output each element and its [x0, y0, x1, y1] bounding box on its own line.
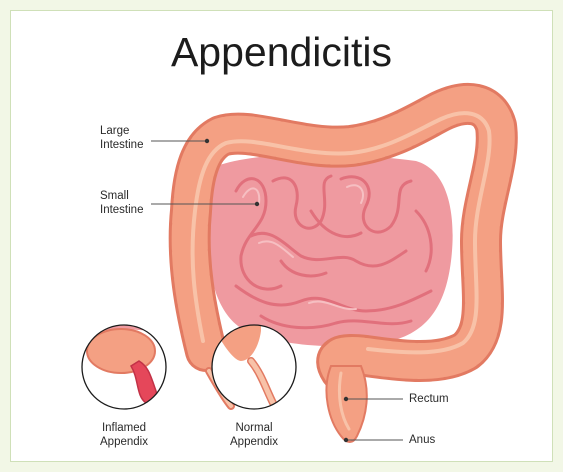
label-rectum: Rectum: [409, 392, 449, 406]
diagram-frame: Appendicitis: [10, 10, 553, 462]
label-small-intestine-line2: Intestine: [100, 203, 143, 217]
label-inflamed-appendix-line1: Inflamed: [84, 421, 164, 435]
label-small-intestine-line1: Small: [100, 189, 143, 203]
label-large-intestine: Large Intestine: [100, 124, 143, 152]
label-normal-appendix: Normal Appendix: [214, 421, 294, 449]
inflamed-appendix-circle: [81, 321, 171, 409]
small-intestine: [208, 154, 452, 346]
label-small-intestine: Small Intestine: [100, 189, 143, 217]
label-large-intestine-line2: Intestine: [100, 138, 143, 152]
intestine-illustration: [11, 11, 553, 462]
label-anus: Anus: [409, 433, 435, 447]
label-normal-appendix-line2: Appendix: [214, 435, 294, 449]
label-normal-appendix-line1: Normal: [214, 421, 294, 435]
label-inflamed-appendix: Inflamed Appendix: [84, 421, 164, 449]
label-large-intestine-line1: Large: [100, 124, 143, 138]
label-inflamed-appendix-line2: Appendix: [84, 435, 164, 449]
